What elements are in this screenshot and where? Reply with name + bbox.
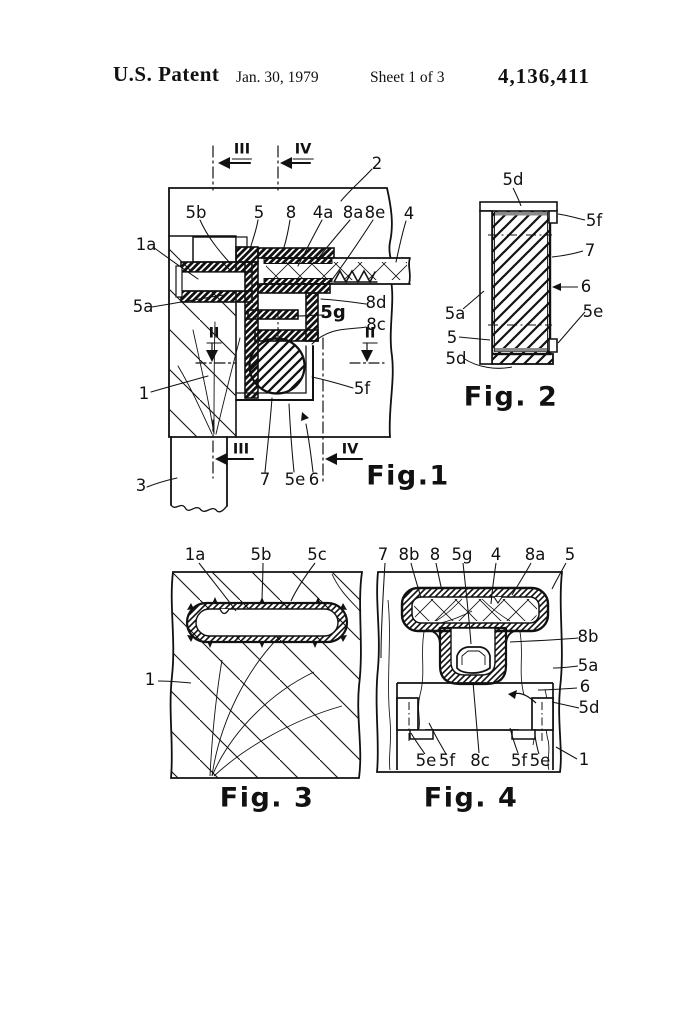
- patent-date: Jan. 30, 1979: [236, 69, 319, 86]
- patent-publication: U.S. Patent: [113, 62, 220, 86]
- figure-3-drawing: [157, 562, 364, 779]
- figure-4-drawing: [375, 562, 580, 773]
- patent-number: 4,136,411: [498, 64, 590, 88]
- figure-2-drawing: [458, 187, 586, 369]
- figure-1-drawing: [146, 145, 411, 513]
- patent-sheet-number: Sheet 1 of 3: [370, 69, 445, 86]
